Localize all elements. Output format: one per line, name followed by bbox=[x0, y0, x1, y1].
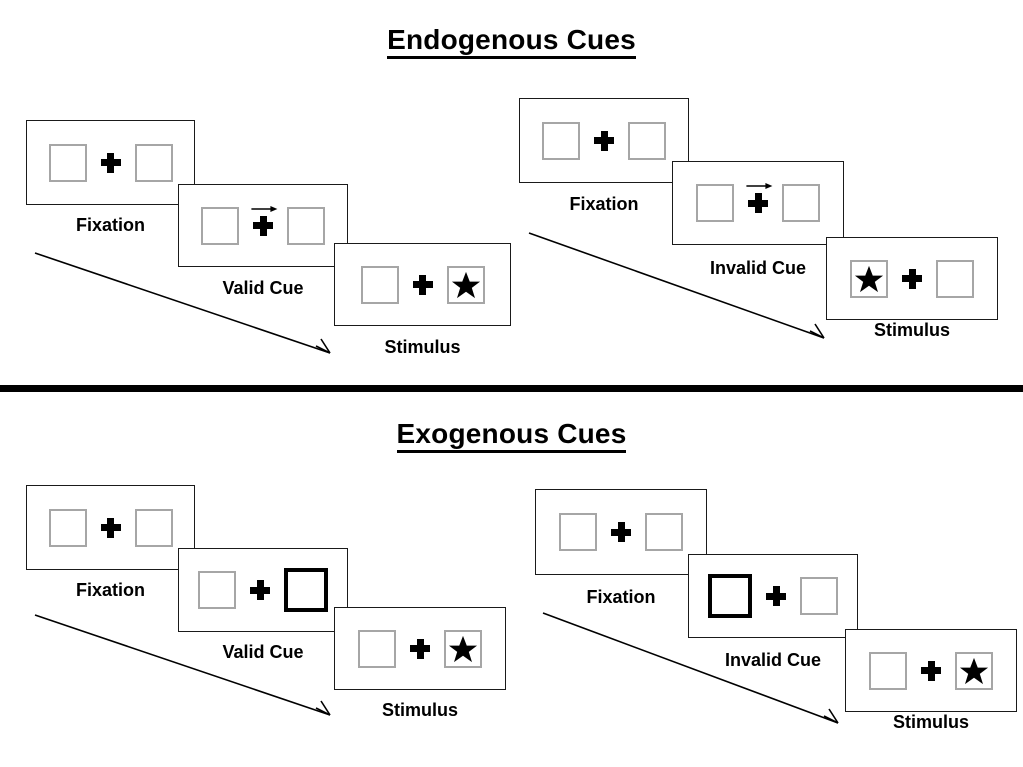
left-box-empty bbox=[198, 571, 236, 609]
right-box-empty bbox=[134, 143, 173, 182]
fixation-cross-icon bbox=[251, 205, 278, 236]
panel-exogenous-valid-fixation[interactable] bbox=[26, 485, 195, 570]
panel-label-stimulus: Stimulus bbox=[892, 712, 969, 732]
right-box-empty bbox=[645, 513, 683, 551]
panel-label-stimulus: Stimulus bbox=[381, 700, 458, 720]
fixation-cross-icon bbox=[250, 580, 270, 600]
section-title-endogenous-text: Endogenous Cues bbox=[387, 24, 636, 59]
panel-exogenous-invalid-stimulus[interactable] bbox=[845, 629, 1017, 712]
left-box-empty bbox=[360, 265, 399, 304]
right-box-star bbox=[955, 651, 993, 690]
section-title-exogenous-text: Exogenous Cues bbox=[396, 418, 627, 453]
panel-exogenous-valid-stimulus[interactable] bbox=[334, 607, 506, 690]
trial-group-endogenous-invalid: Fixation Invalid Cue S bbox=[0, 0, 1023, 380]
left-box-empty bbox=[201, 206, 239, 245]
right-box-empty bbox=[800, 577, 838, 615]
star-icon bbox=[959, 657, 989, 684]
left-box-empty bbox=[48, 508, 87, 547]
star-icon bbox=[448, 635, 478, 662]
arrow-right-cue-icon bbox=[746, 183, 773, 189]
panel-exogenous-invalid-cue[interactable] bbox=[688, 554, 858, 638]
panel-content bbox=[869, 651, 993, 690]
arrow-right-cue-icon bbox=[251, 205, 278, 212]
time-arrow-endogenous-valid bbox=[34, 252, 331, 354]
left-box-empty bbox=[559, 513, 597, 551]
time-arrow-exogenous-valid bbox=[34, 614, 331, 716]
panel-label-invalid-cue: Invalid Cue bbox=[709, 258, 807, 278]
fixation-cross-icon bbox=[100, 152, 121, 173]
section-title-exogenous: Exogenous Cues bbox=[0, 418, 1023, 453]
left-box-empty bbox=[869, 651, 907, 690]
fixation-cross-icon bbox=[410, 638, 430, 659]
panel-content bbox=[696, 183, 820, 222]
left-box-star bbox=[850, 259, 888, 298]
panel-content bbox=[559, 513, 683, 551]
panel-label-invalid-cue: Invalid Cue bbox=[724, 650, 822, 670]
panel-exogenous-invalid-fixation[interactable] bbox=[535, 489, 707, 575]
panel-endogenous-invalid-fixation[interactable] bbox=[519, 98, 689, 183]
panel-content bbox=[198, 568, 328, 612]
panel-endogenous-valid-fixation[interactable] bbox=[26, 120, 195, 205]
star-icon bbox=[854, 265, 884, 292]
panel-label-valid-cue: Valid Cue bbox=[222, 642, 304, 662]
fixation-cross-icon bbox=[766, 586, 786, 606]
fixation-cross-icon bbox=[412, 274, 433, 295]
fixation-cross-icon bbox=[902, 268, 922, 289]
panel-label-stimulus: Stimulus bbox=[873, 320, 950, 340]
panel-content bbox=[358, 629, 482, 668]
panel-endogenous-invalid-cue[interactable] bbox=[672, 161, 844, 245]
trial-group-exogenous-valid: Fixation Valid Cue Stimulus bbox=[26, 485, 506, 720]
panel-content bbox=[708, 574, 838, 618]
star-icon bbox=[451, 271, 480, 298]
panel-label-fixation: Fixation bbox=[586, 587, 656, 607]
panel-content bbox=[201, 205, 325, 245]
panel-exogenous-valid-cue[interactable] bbox=[178, 548, 348, 632]
section-divider bbox=[0, 385, 1023, 392]
panel-content bbox=[542, 121, 666, 160]
left-box-empty bbox=[696, 184, 734, 222]
panel-endogenous-invalid-stimulus[interactable] bbox=[826, 237, 998, 320]
left-box-empty bbox=[48, 143, 87, 182]
panel-content bbox=[48, 143, 173, 182]
right-box-star bbox=[444, 629, 482, 668]
panel-endogenous-valid-cue[interactable] bbox=[178, 184, 348, 267]
trial-group-endogenous-valid: Fixation Valid Cue Sti bbox=[0, 0, 520, 380]
panel-label-valid-cue: Valid Cue bbox=[222, 278, 304, 298]
panel-content bbox=[850, 259, 974, 298]
left-box-empty bbox=[358, 629, 396, 668]
right-box-cued bbox=[284, 568, 328, 612]
fixation-cross-icon bbox=[921, 660, 941, 681]
time-arrow-endogenous-invalid bbox=[528, 232, 825, 339]
left-box-empty bbox=[542, 121, 580, 160]
right-box-star bbox=[446, 265, 485, 304]
right-box-empty bbox=[782, 184, 820, 222]
fixation-cross-icon bbox=[746, 183, 773, 213]
fixation-cross-icon bbox=[594, 130, 614, 151]
fixation-cross-icon bbox=[611, 522, 631, 542]
section-title-endogenous: Endogenous Cues bbox=[0, 24, 1023, 59]
panel-label-stimulus: Stimulus bbox=[384, 337, 461, 357]
right-box-empty bbox=[134, 508, 173, 547]
time-arrow-exogenous-invalid bbox=[542, 612, 839, 724]
panel-content bbox=[48, 508, 173, 547]
left-box-cued bbox=[708, 574, 752, 618]
panel-endogenous-valid-stimulus[interactable] bbox=[334, 243, 511, 326]
right-box-empty bbox=[936, 259, 974, 298]
panel-label-fixation: Fixation bbox=[569, 194, 639, 214]
fixation-cross-icon bbox=[100, 517, 121, 538]
panel-content bbox=[360, 265, 485, 304]
right-box-empty bbox=[287, 206, 325, 245]
panel-label-fixation: Fixation bbox=[75, 215, 145, 235]
right-box-empty bbox=[628, 121, 666, 160]
panel-label-fixation: Fixation bbox=[75, 580, 145, 600]
